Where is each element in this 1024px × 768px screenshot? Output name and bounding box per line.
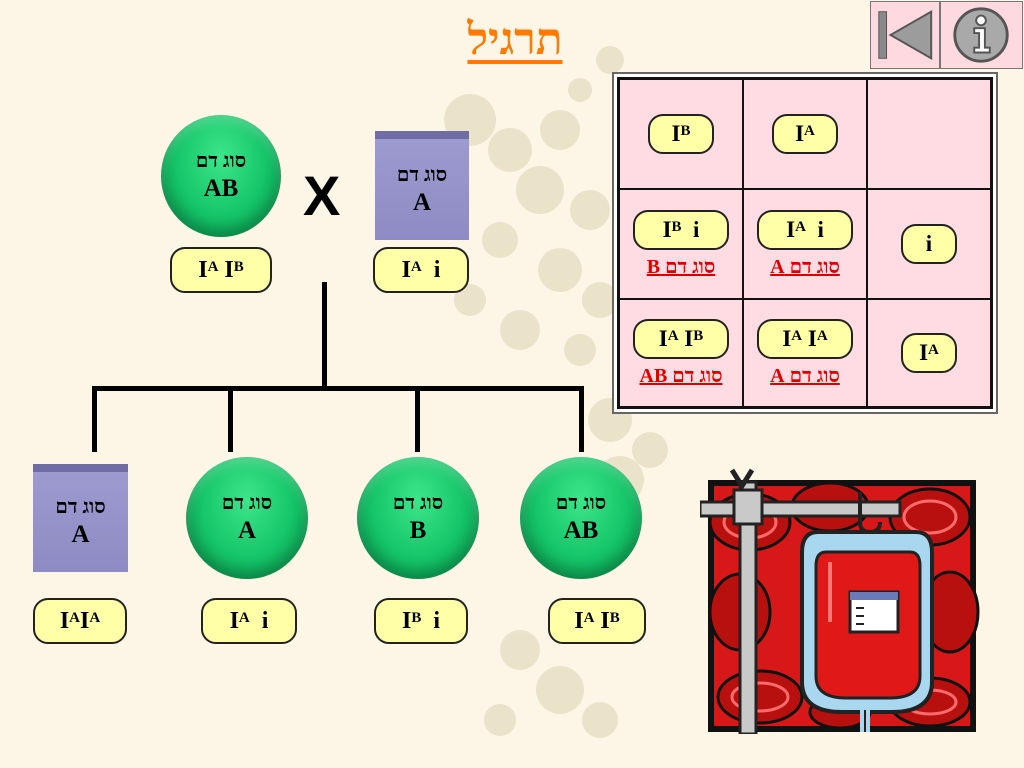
allele: I — [198, 256, 208, 283]
punnett-row-allele-cell: i — [868, 190, 990, 300]
page-title: תרגיל — [467, 15, 563, 64]
blood-type-result: סוג דם A — [770, 364, 840, 387]
allele: I — [574, 607, 584, 634]
allele: I — [786, 216, 796, 242]
blood-type-value: AB — [203, 175, 239, 202]
blood-bag-icon — [700, 468, 980, 734]
blood-type-label: סוג דם — [195, 150, 247, 172]
allele: i — [261, 607, 269, 634]
punnett-corner-cell — [868, 80, 990, 190]
blood-type-label: סוג דם — [392, 492, 444, 514]
tree-branch-line — [92, 386, 97, 452]
allele: I — [80, 607, 90, 634]
back-arrow-icon — [878, 10, 933, 60]
allele: i — [433, 256, 441, 283]
tree-trunk-line — [322, 282, 327, 388]
tree-horizontal-line — [92, 386, 584, 391]
allele: i — [817, 216, 824, 242]
blood-type-label: סוג דם — [55, 496, 106, 518]
allele: i — [925, 231, 933, 256]
info-icon — [953, 7, 1009, 63]
allele-box: i — [901, 224, 957, 264]
allele: I — [224, 256, 234, 283]
allele: i — [693, 216, 700, 242]
blood-type-label: סוג דם — [221, 492, 273, 514]
allele: I — [662, 216, 672, 242]
blood-type-value: A — [412, 188, 432, 216]
allele: I — [671, 121, 681, 146]
allele: I — [658, 325, 668, 351]
info-button[interactable] — [940, 1, 1023, 69]
allele: I — [401, 607, 412, 634]
tree-branch-line — [579, 386, 584, 452]
allele: I — [600, 607, 610, 634]
child-circle-a: סוג דם A — [186, 457, 308, 579]
blood-type-value: B — [409, 517, 427, 544]
allele: I — [795, 121, 805, 146]
blood-type-value: A — [71, 521, 90, 548]
blood-type-result: סוג דם B — [646, 255, 716, 278]
allele: I — [919, 340, 929, 365]
child-circle-b: סוג דם B — [357, 457, 479, 579]
blood-type-value: A — [237, 517, 257, 544]
allele: I — [59, 607, 70, 634]
blood-type-value: AB — [563, 517, 599, 544]
blood-type-result: סוג דם A — [770, 255, 840, 278]
blood-type-label: סוג דם — [555, 492, 607, 514]
allele: I — [229, 607, 239, 634]
blood-type-result: סוג דם AB — [639, 364, 723, 387]
child-square-a: סוג דם A — [33, 464, 128, 572]
cross-symbol: X — [303, 164, 341, 227]
parent-a-square: סוג דם A — [375, 131, 469, 240]
allele: I — [807, 325, 817, 351]
back-button[interactable] — [870, 1, 940, 69]
allele: i — [433, 607, 441, 634]
tree-branch-line — [228, 386, 233, 452]
allele: I — [782, 325, 792, 351]
blood-type-label: סוג דם — [396, 163, 448, 186]
child-circle-ab: סוג דם AB — [520, 457, 642, 579]
tree-branch-line — [415, 386, 420, 452]
allele: I — [684, 325, 694, 351]
allele: I — [401, 256, 411, 283]
parent-ab-circle: סוג דם AB — [161, 115, 281, 237]
